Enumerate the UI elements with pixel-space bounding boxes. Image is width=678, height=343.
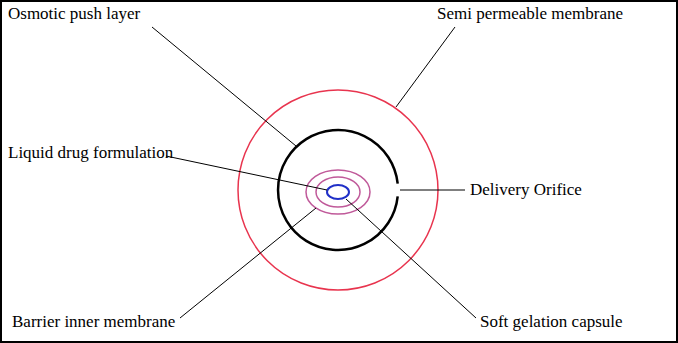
leader-line bbox=[166, 156, 327, 190]
leader-line bbox=[346, 199, 476, 318]
part-label: Barrier inner membrane bbox=[12, 312, 175, 332]
liquid-drug-core bbox=[327, 185, 349, 199]
leader-line bbox=[400, 190, 465, 191]
part-label: Osmotic push layer bbox=[8, 4, 140, 24]
part-label: Liquid drug formulation bbox=[8, 143, 173, 163]
leader-line bbox=[396, 27, 455, 107]
soft-capsule-ring bbox=[316, 177, 360, 207]
barrier-membrane-ring bbox=[306, 170, 370, 214]
part-label: Soft gelation capsule bbox=[480, 312, 623, 332]
leader-line bbox=[180, 208, 316, 318]
part-label: Semi permeable membrane bbox=[437, 4, 623, 24]
part-label: Delivery Orifice bbox=[470, 180, 582, 200]
osmotic-push-layer-ring bbox=[278, 130, 398, 250]
leader-line bbox=[152, 27, 296, 146]
